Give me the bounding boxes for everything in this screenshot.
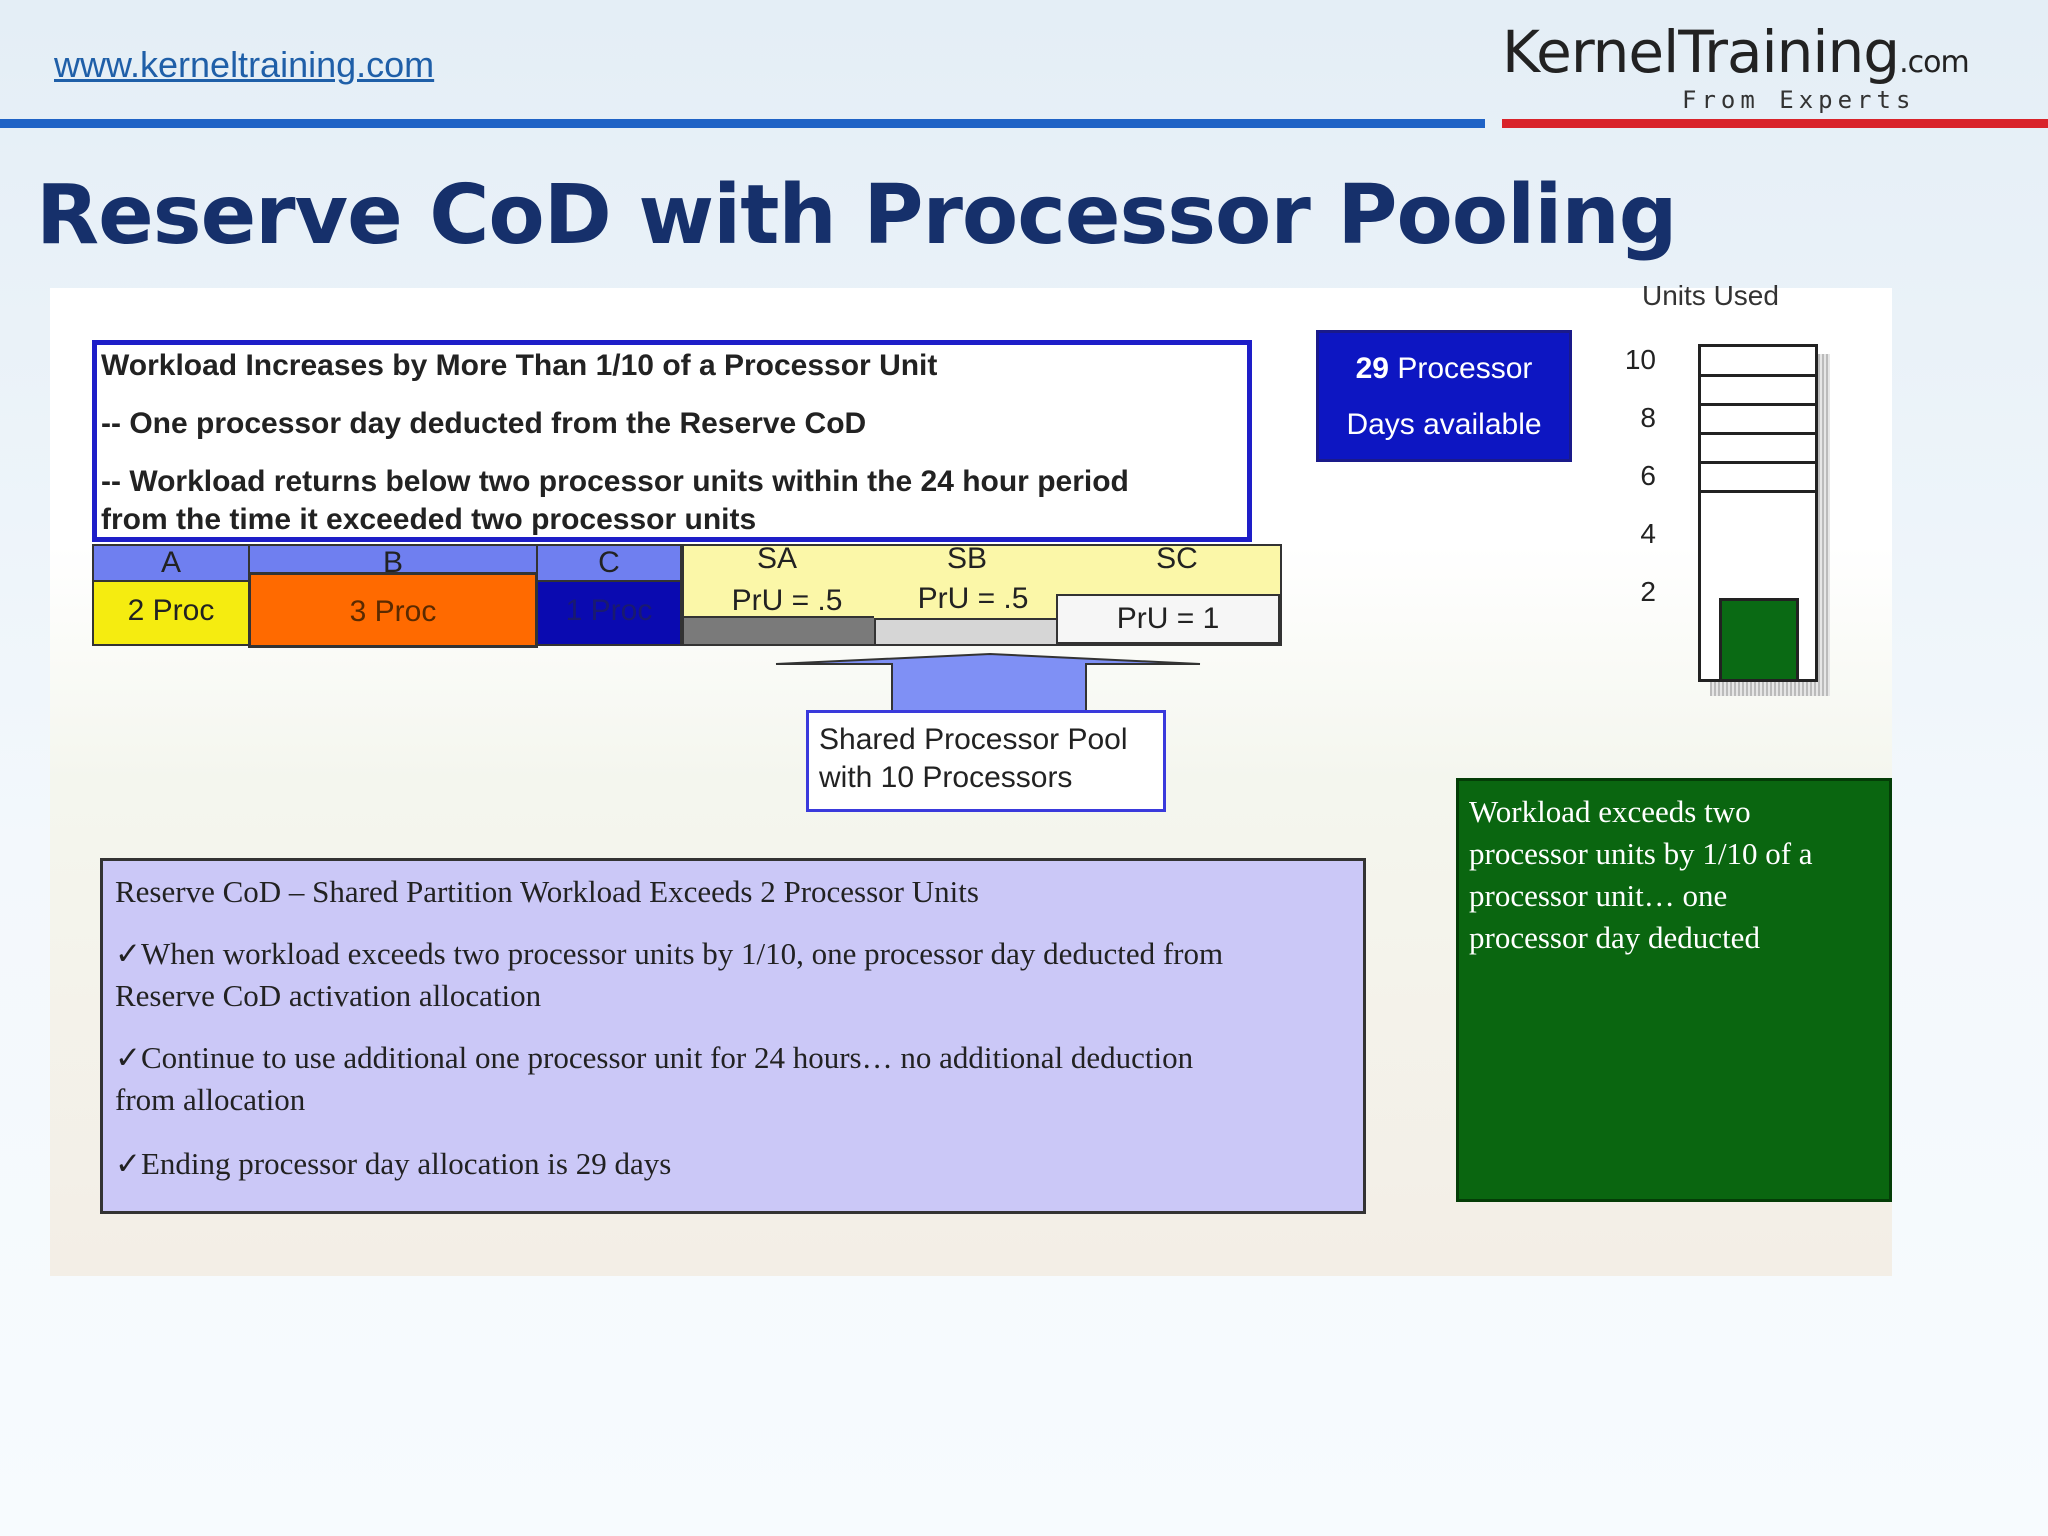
gauge-rung (1701, 461, 1815, 464)
partition-sa-fill (684, 616, 874, 644)
brand-tagline: From Experts (1682, 86, 1916, 114)
days-line-1: 29 Processor (1319, 349, 1569, 389)
partition-sb-header: SB (946, 542, 988, 575)
partition-bar: A B C 2 Proc 3 Proc 1 Proc SA SB SC PrU … (92, 542, 1332, 650)
workload-line-1: Workload Increases by More Than 1/10 of … (101, 349, 938, 382)
shared-processor-pool-box: Shared Processor Pool with 10 Processors (806, 710, 1166, 812)
summary-box: Reserve CoD – Shared Partition Workload … (100, 858, 1366, 1214)
tick-8: 8 (1640, 402, 1656, 433)
workload-line-3: -- Workload returns below two processor … (101, 465, 1129, 498)
note-line-4: processor day deducted (1469, 920, 1760, 955)
brand-suffix: .com (1899, 45, 1970, 80)
header-rule-blue (0, 119, 1485, 128)
gauge-rung (1701, 374, 1815, 377)
workload-increase-box: Workload Increases by More Than 1/10 of … (92, 340, 1252, 542)
summary-bullet-2b: from allocation (115, 1082, 306, 1117)
summary-bullet-1b: Reserve CoD activation allocation (115, 978, 542, 1013)
diagram-figure: Workload Increases by More Than 1/10 of … (50, 280, 1892, 1276)
summary-bullet-2a: ✓Continue to use additional one processo… (115, 1040, 1194, 1075)
gauge-frame (1698, 344, 1818, 682)
partition-sb-pru: PrU = .5 (917, 582, 1029, 615)
slide-title: Reserve CoD with Processor Pooling (36, 168, 1677, 263)
tick-4: 4 (1640, 518, 1656, 549)
summary-bullet-3: ✓Ending processor day allocation is 29 d… (115, 1146, 672, 1181)
pool-line-2: with 10 Processors (819, 761, 1073, 794)
partition-sa-pru: PrU = .5 (731, 584, 843, 617)
partition-c-cell: 1 Proc (536, 580, 682, 646)
summary-bullet-1a: ✓When workload exceeds two processor uni… (115, 936, 1224, 971)
days-line-1-text: Processor (1388, 352, 1533, 385)
partition-sa-header: SA (756, 542, 798, 575)
partition-sc-pru: PrU = 1 (1056, 594, 1280, 644)
units-used-gauge: 10 8 6 4 2 (1606, 344, 1830, 704)
partition-a-cell: 2 Proc (92, 580, 250, 646)
tick-6: 6 (1640, 460, 1656, 491)
header-rule-red (1502, 119, 2048, 128)
partition-a-header: A (92, 544, 250, 582)
note-line-2: processor units by 1/10 of a (1469, 836, 1813, 871)
partition-sb-fill (874, 618, 1056, 644)
note-line-1: Workload exceeds two (1469, 794, 1751, 829)
partition-sc-header: SC (1156, 542, 1198, 575)
brand-name: KernelTraining (1502, 18, 1900, 86)
workload-line-4: from the time it exceeded two processor … (101, 503, 757, 536)
days-line-2: Days available (1346, 408, 1542, 441)
tick-2: 2 (1640, 576, 1656, 607)
note-line-3: processor unit… one (1469, 878, 1728, 913)
units-used-label: Units Used (1642, 280, 1779, 311)
gauge-rung (1701, 490, 1815, 493)
summary-heading: Reserve CoD – Shared Partition Workload … (115, 874, 979, 909)
pool-arrow-icon (775, 652, 1201, 714)
partition-b-cell: 3 Proc (248, 572, 538, 648)
tick-10: 10 (1624, 344, 1656, 375)
gauge-fill (1719, 598, 1799, 679)
partition-c-header: C (536, 544, 682, 582)
site-link[interactable]: www.kerneltraining.com (54, 44, 435, 85)
deduction-note-box: Workload exceeds two processor units by … (1456, 778, 1892, 1202)
pool-line-1: Shared Processor Pool (819, 723, 1128, 756)
gauge-rung (1701, 432, 1815, 435)
gauge-rung (1701, 403, 1815, 406)
workload-line-2: -- One processor day deducted from the R… (101, 407, 867, 440)
brand-logo: KernelTraining.com (1502, 18, 1970, 86)
processor-days-box: 29 Processor Days available (1316, 330, 1572, 462)
days-number: 29 (1355, 352, 1389, 385)
